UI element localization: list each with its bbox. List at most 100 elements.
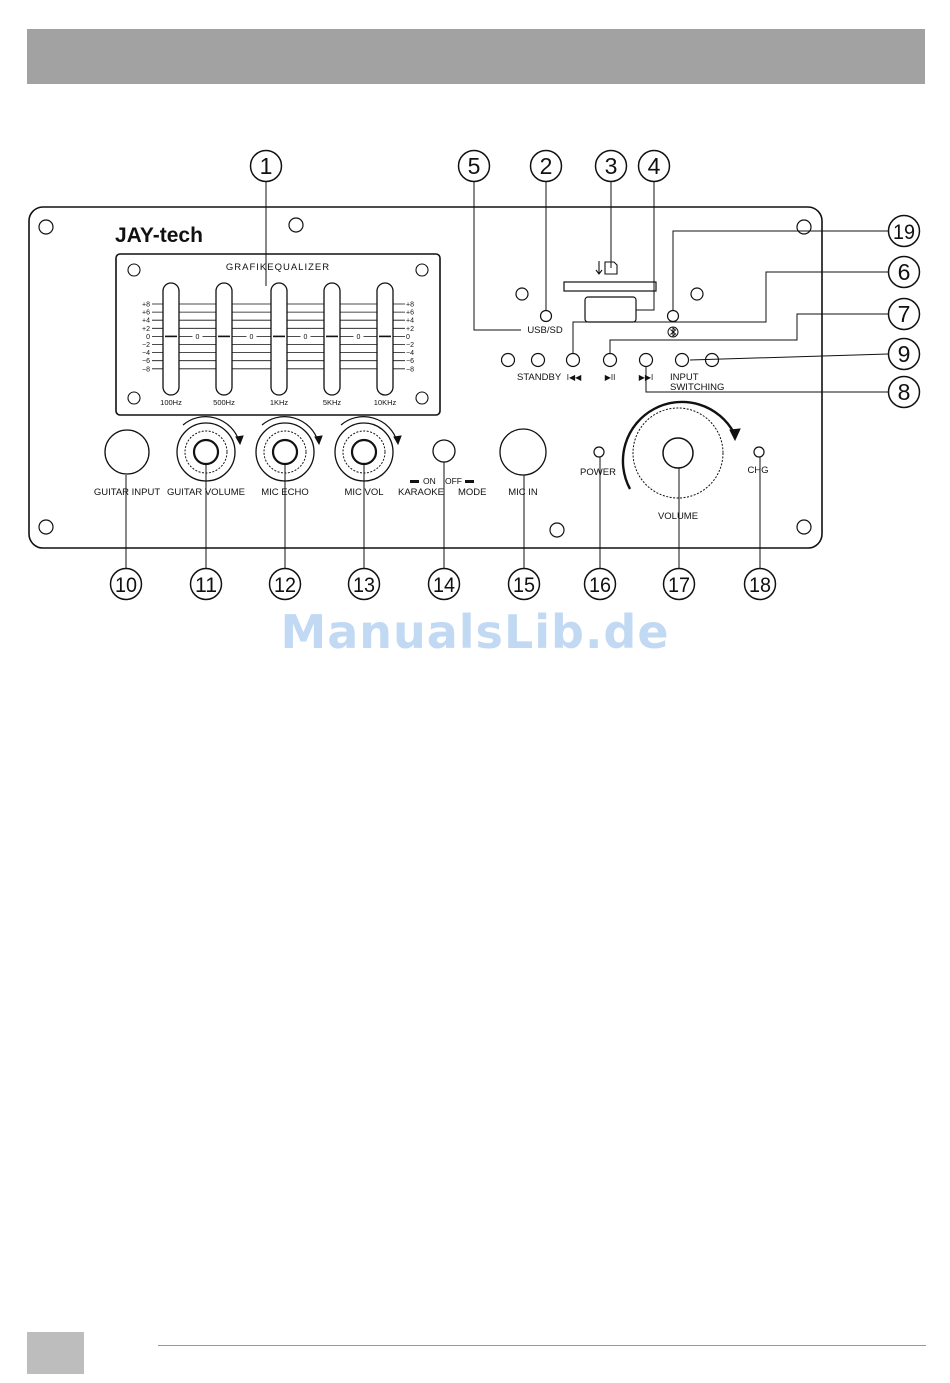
led-left	[500, 352, 516, 368]
svg-text:7: 7	[898, 301, 911, 327]
power-label: POWER	[580, 467, 616, 478]
svg-text:11: 11	[195, 574, 217, 597]
equalizer-title: GRAFIKEQUALIZER	[226, 262, 330, 273]
eq-slider-100Hz[interactable]	[162, 282, 180, 396]
eq-band-label: 1KHz	[270, 398, 289, 407]
mic-in-label: MIC IN	[508, 487, 538, 498]
eq-scale-tick: −2	[406, 342, 414, 349]
eq-scale-tick: +6	[142, 310, 150, 317]
svg-text:13: 13	[353, 574, 375, 597]
screw-hole	[127, 391, 141, 405]
eq-scale-tick: +2	[142, 326, 150, 333]
mic-in-jack[interactable]	[499, 428, 547, 476]
eq-slider-1KHz[interactable]	[270, 282, 288, 396]
chg-led	[753, 446, 765, 458]
karaoke-on-label: ON	[423, 476, 436, 486]
prev-button[interactable]	[565, 352, 581, 368]
eq-band-label: 500Hz	[213, 398, 235, 407]
master-volume-knob[interactable]	[621, 400, 741, 499]
eq-scale-left: +8+6+4+20−2−4−6−8	[142, 302, 150, 374]
callout-4: 4	[637, 149, 671, 183]
karaoke-label: KARAOKE	[398, 487, 444, 498]
callout-13: 13	[347, 567, 381, 601]
screw-hole	[415, 263, 429, 277]
callout-10: 10	[109, 567, 143, 601]
equalizer-frame	[115, 253, 441, 416]
eq-scale-tick: −8	[406, 366, 414, 373]
svg-text:10: 10	[115, 574, 137, 597]
screw-hole	[796, 519, 812, 535]
eq-zero-mark-bg	[192, 332, 203, 341]
callout-2: 2	[529, 149, 563, 183]
eq-zero-mark-bg	[300, 332, 311, 341]
svg-text:8: 8	[898, 379, 911, 405]
callout-8: 8	[887, 375, 921, 409]
callout-9: 9	[887, 337, 921, 371]
screw-hole	[796, 219, 812, 235]
prev-icon: I◀◀	[567, 373, 582, 382]
eq-scale-tick: −8	[142, 366, 150, 373]
page-number-box	[27, 1332, 84, 1374]
volume-label: VOLUME	[658, 511, 698, 522]
input-label: INPUT	[670, 372, 699, 383]
sd-card-slot[interactable]	[563, 281, 657, 292]
play-pause-button[interactable]	[602, 352, 618, 368]
switching-label: SWITCHING	[670, 382, 724, 393]
svg-text:12: 12	[274, 574, 296, 597]
bluetooth-icon	[667, 326, 679, 338]
svg-text:6: 6	[898, 259, 911, 285]
callout-5: 5	[457, 149, 491, 183]
eq-scale-tick: −4	[406, 350, 414, 357]
callout-leader-lines	[125, 181, 889, 568]
screw-hole	[415, 391, 429, 405]
eq-zero-mark: 0	[196, 334, 200, 341]
eq-slider-5KHz[interactable]	[323, 282, 341, 396]
footer-rule	[158, 1345, 926, 1346]
sd-card-icon	[595, 261, 618, 275]
standby-button[interactable]	[530, 352, 546, 368]
screw-hole	[515, 287, 529, 301]
usb-sd-label: USB/SD	[527, 325, 563, 336]
mode-label: MODE	[458, 487, 487, 498]
led-right	[704, 352, 720, 368]
watermark: ManualsLib.de	[280, 605, 670, 659]
guitar-volume-knob[interactable]	[176, 416, 244, 482]
eq-scale-tick: −6	[142, 358, 150, 365]
mic-vol-knob[interactable]	[334, 416, 402, 482]
eq-slider-500Hz[interactable]	[215, 282, 233, 396]
svg-text:2: 2	[540, 153, 553, 179]
callout-1: 1	[249, 149, 283, 183]
guitar-input-jack[interactable]	[104, 429, 150, 475]
svg-text:4: 4	[648, 153, 661, 179]
off-marker-icon	[465, 480, 474, 483]
callout-19: 19	[887, 214, 921, 248]
eq-scale-tick: +6	[406, 310, 414, 317]
input-switching-button[interactable]	[674, 352, 690, 368]
callout-14: 14	[427, 567, 461, 601]
eq-zero-mark-bg	[353, 332, 364, 341]
usb-port[interactable]	[584, 296, 637, 323]
eq-slider-10KHz[interactable]	[376, 282, 394, 396]
screw-hole	[38, 519, 54, 535]
eq-scale-tick: −4	[142, 350, 150, 357]
chg-label: CHG	[747, 465, 768, 476]
screw-hole	[549, 522, 565, 538]
callout-11: 11	[189, 567, 223, 601]
mic-echo-knob[interactable]	[255, 416, 323, 482]
svg-text:19: 19	[893, 221, 915, 244]
screw-hole	[127, 263, 141, 277]
on-marker-icon	[410, 480, 419, 483]
karaoke-mode-button[interactable]	[432, 439, 456, 463]
eq-scale-tick: +4	[406, 318, 414, 325]
callout-16: 16	[583, 567, 617, 601]
screw-hole	[690, 287, 704, 301]
svg-text:14: 14	[433, 574, 455, 597]
next-button[interactable]	[638, 352, 654, 368]
eq-zero-mark: 0	[250, 334, 254, 341]
callout-15: 15	[507, 567, 541, 601]
bluetooth-indicator	[666, 309, 680, 323]
eq-band-label: 10KHz	[374, 398, 397, 407]
svg-text:16: 16	[589, 574, 611, 597]
